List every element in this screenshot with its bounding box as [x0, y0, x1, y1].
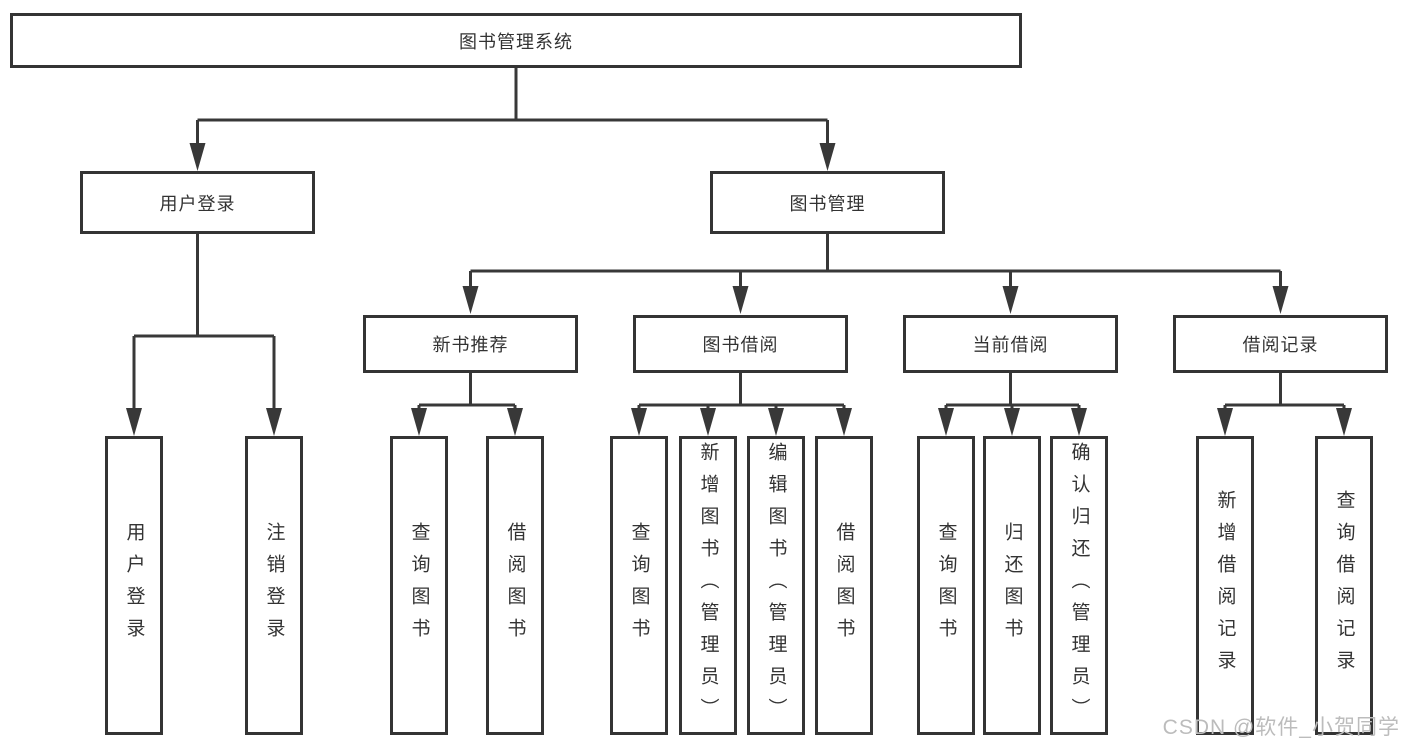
- node-leaf-br-add-record: 新增借阅记录: [1196, 436, 1254, 735]
- node-leaf-rec-query-book: 查询图书: [390, 436, 448, 735]
- arrow-down-icon: [1336, 408, 1352, 436]
- node-leaf-cb-confirm-return-admin: 确认归还（管理员）: [1050, 436, 1108, 735]
- node-borrow-record: 借阅记录: [1173, 315, 1388, 373]
- node-leaf-br-query-record: 查询借阅记录: [1315, 436, 1373, 735]
- node-leaf-bb-query-book: 查询图书: [610, 436, 668, 735]
- arrow-down-icon: [732, 286, 749, 314]
- arrow-down-icon: [462, 286, 479, 314]
- arrow-down-icon: [700, 408, 716, 436]
- node-leaf-bb-add-book-admin: 新增图书（管理员）: [679, 436, 737, 735]
- node-leaf-bb-edit-book-admin: 编辑图书（管理员）: [747, 436, 805, 735]
- node-book-borrow: 图书借阅: [633, 315, 848, 373]
- node-current-borrow: 当前借阅: [903, 315, 1118, 373]
- arrow-down-icon: [189, 143, 206, 171]
- node-leaf-user-login: 用户登录: [105, 436, 163, 735]
- connector-paths: [132, 68, 1346, 416]
- arrow-down-icon: [938, 408, 954, 436]
- arrow-down-icon: [836, 408, 852, 436]
- node-leaf-bb-borrow-book: 借阅图书: [815, 436, 873, 735]
- arrow-down-icon: [1002, 286, 1019, 314]
- arrow-down-icon: [126, 408, 142, 436]
- arrow-down-icon: [819, 143, 836, 171]
- csdn-watermark: CSDN @软件_小贺同学: [1162, 716, 1400, 739]
- arrow-down-icon: [1004, 408, 1020, 436]
- arrow-down-icon: [1071, 408, 1087, 436]
- node-leaf-cb-return-book: 归还图书: [983, 436, 1041, 735]
- node-new-book-recommend: 新书推荐: [363, 315, 578, 373]
- arrow-down-icon: [631, 408, 647, 436]
- arrow-down-icon: [768, 408, 784, 436]
- node-leaf-logout: 注销登录: [245, 436, 303, 735]
- arrow-down-icon: [1217, 408, 1233, 436]
- arrow-down-icon: [1272, 286, 1289, 314]
- arrowheads: [126, 143, 1352, 436]
- node-book-management-branch: 图书管理: [710, 171, 945, 234]
- arrow-down-icon: [266, 408, 282, 436]
- node-leaf-cb-query-book: 查询图书: [917, 436, 975, 735]
- node-user-login-branch: 用户登录: [80, 171, 315, 234]
- node-leaf-rec-borrow-book: 借阅图书: [486, 436, 544, 735]
- node-root-system: 图书管理系统: [10, 13, 1022, 68]
- arrow-down-icon: [507, 408, 523, 436]
- arrow-down-icon: [411, 408, 427, 436]
